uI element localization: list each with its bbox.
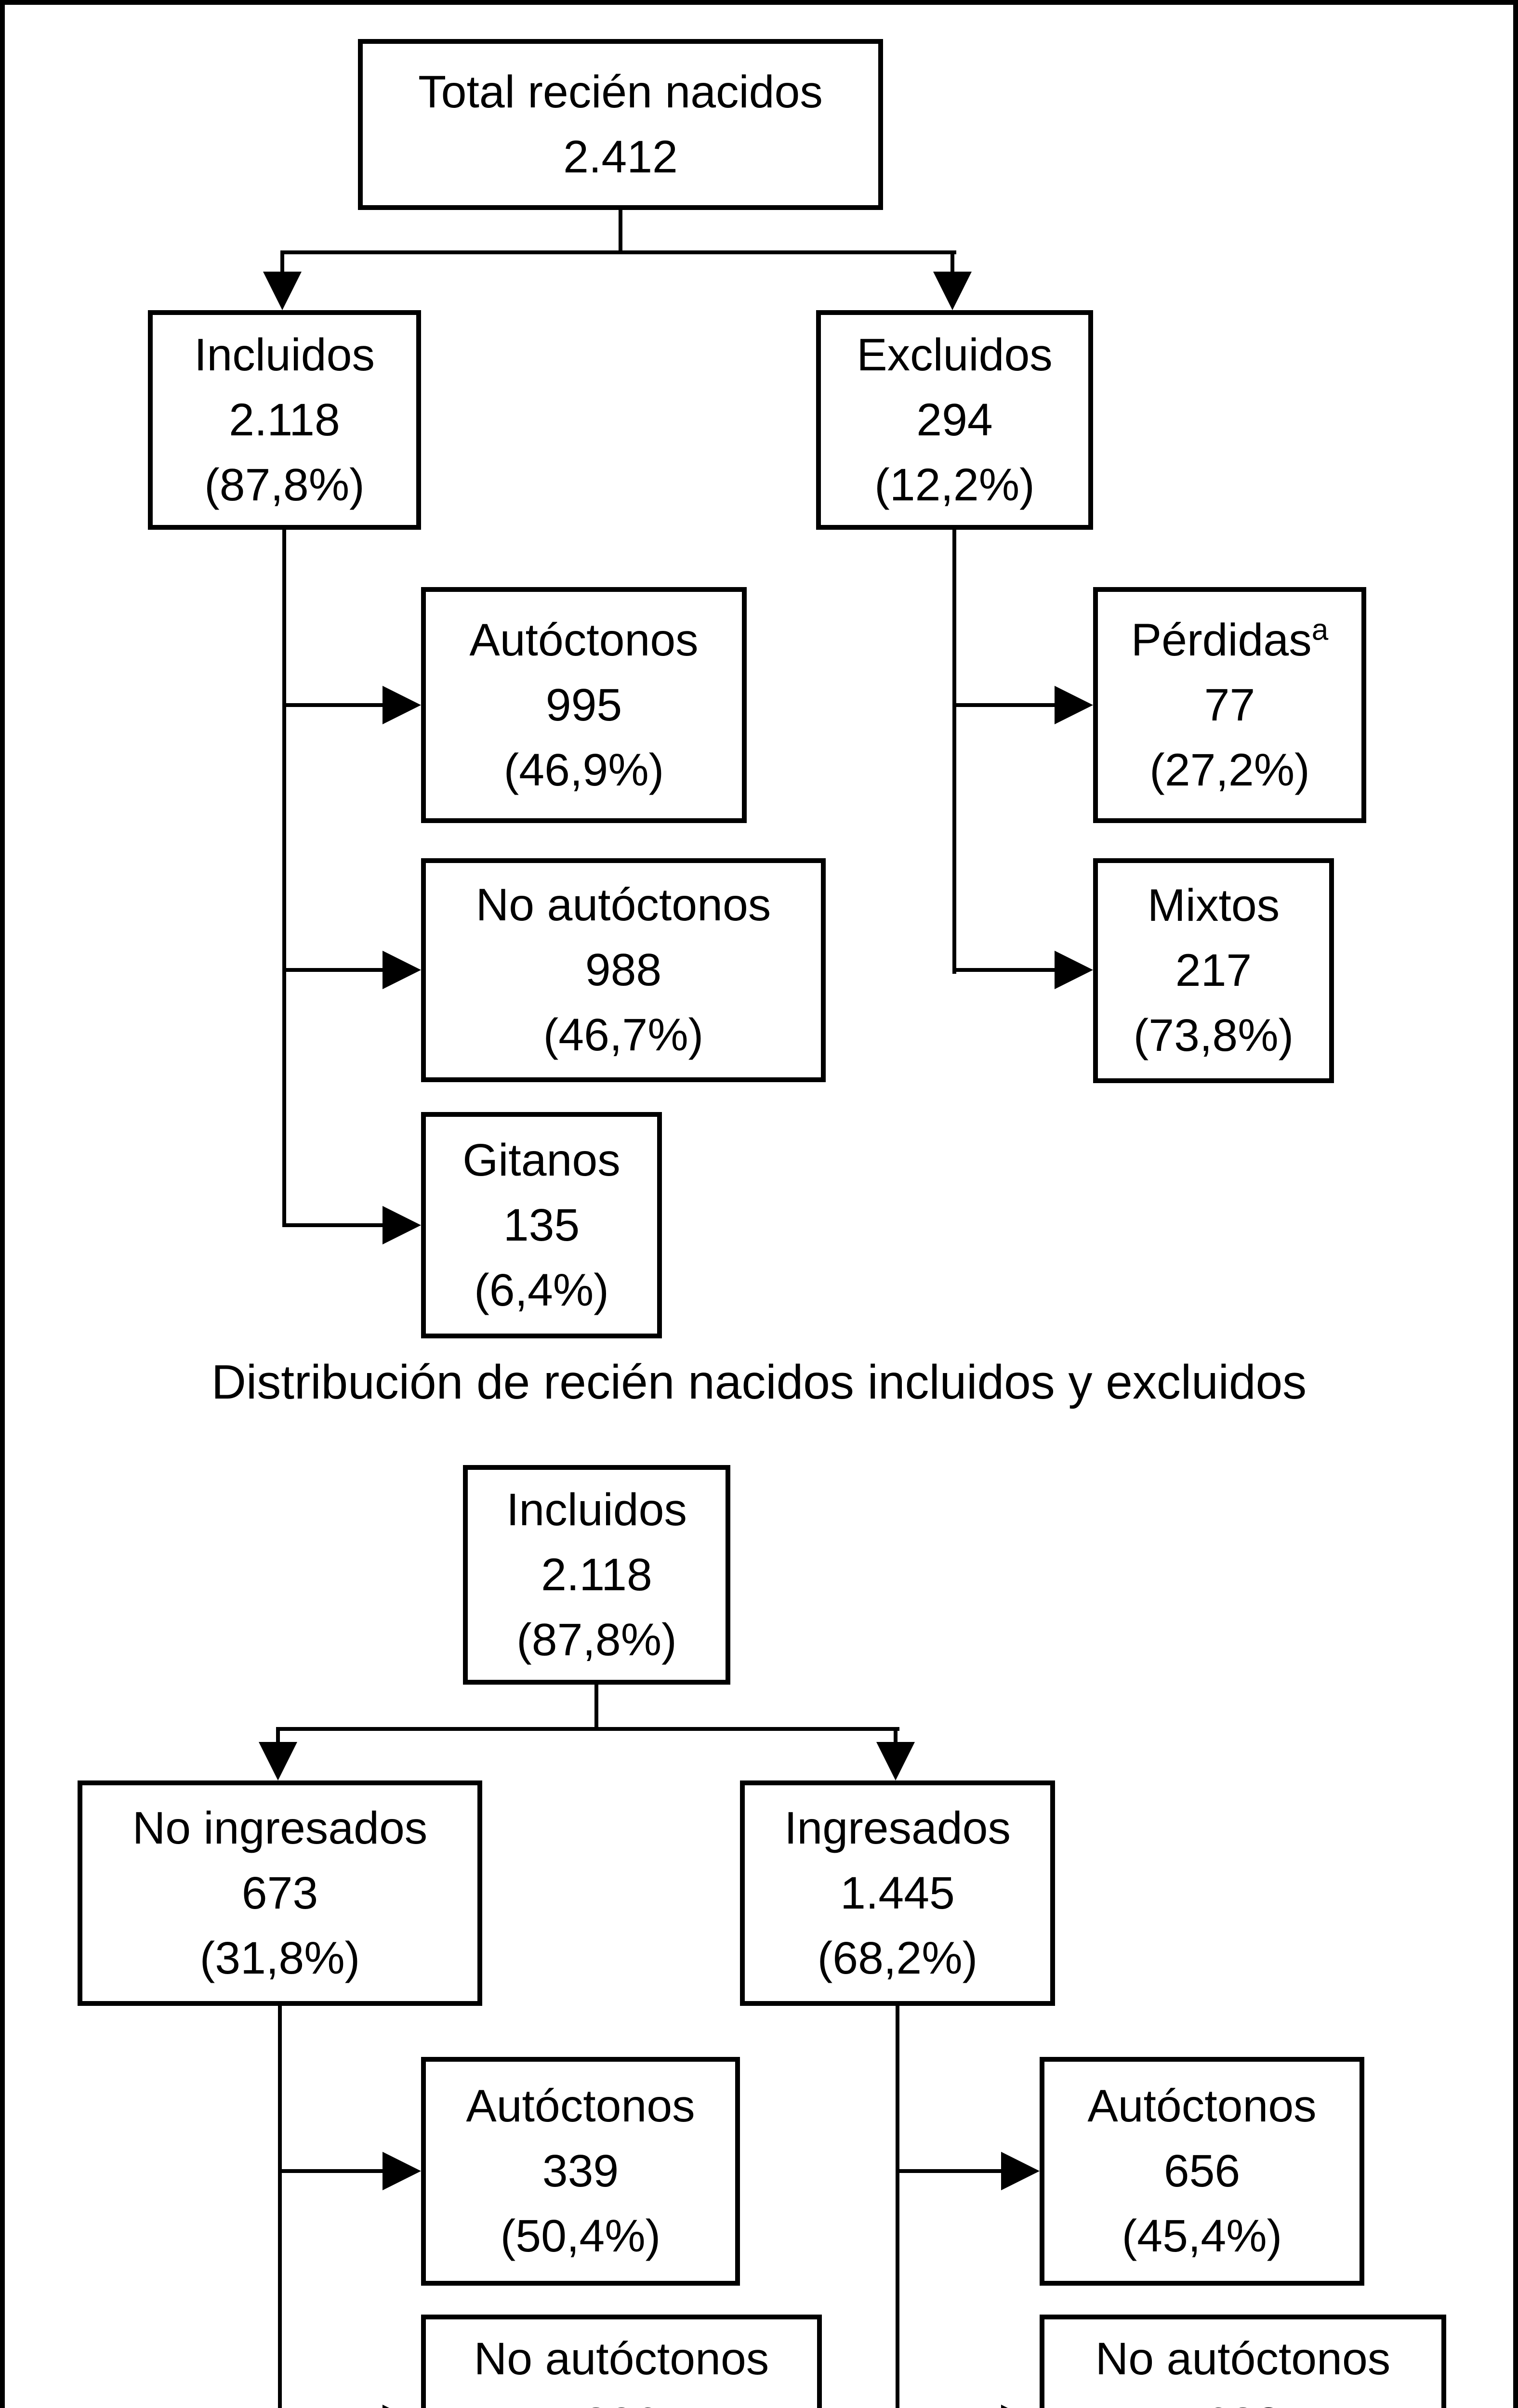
node-excluidos: Excluidos 294 (12,2%) <box>816 310 1093 530</box>
node-label: Total recién nacidos <box>418 66 823 118</box>
node-percent: (31,8%) <box>199 1932 360 1984</box>
connector-split2-drop-right <box>894 1727 898 1756</box>
node-percent: (50,4%) <box>500 2211 661 2262</box>
node-percent: (46,9%) <box>503 744 664 796</box>
node-value: 339 <box>542 2146 619 2197</box>
connector-incluidos-stem <box>282 530 286 1227</box>
footnote-marker: a <box>1311 613 1329 646</box>
node-percent: (73,8%) <box>1133 1010 1294 1061</box>
node-percent: (12,2%) <box>874 459 1035 510</box>
node-value: 306 <box>583 2392 660 2408</box>
node-label: Autóctonos <box>466 2081 695 2132</box>
connector-branch-perdidas <box>952 703 1056 707</box>
node-value: 77 <box>1204 679 1255 731</box>
node-value: 2.412 <box>563 131 678 183</box>
node-label: Autóctonos <box>1087 2081 1317 2132</box>
node-mixtos: Mixtos 217 (73,8%) <box>1093 858 1334 1083</box>
node-percent: (27,2%) <box>1149 744 1310 796</box>
node-no-autoctonos-1: No autóctonos 988 (46,7%) <box>421 858 826 1082</box>
node-value: 2.118 <box>229 394 340 445</box>
node-gitanos-1: Gitanos 135 (6,4%) <box>421 1112 662 1338</box>
node-label: No autóctonos <box>475 879 771 930</box>
node-percent: (45,4%) <box>1122 2211 1282 2262</box>
connector-incluidos2-stem <box>594 1685 598 1731</box>
node-percent: (68,2%) <box>817 1932 978 1984</box>
node-label: Mixtos <box>1147 880 1280 931</box>
connector-split1-drop-right <box>950 250 954 279</box>
connector-branch-in-autoctonos <box>896 2169 1001 2173</box>
connector-branch-autoctonos1 <box>282 703 386 707</box>
connector-branch-mixtos <box>952 968 1056 972</box>
node-label: Incluidos <box>194 329 375 380</box>
node-value: 217 <box>1175 945 1252 996</box>
node-perdidas: Pérdidasa 77 (27,2%) <box>1093 587 1366 823</box>
arrowhead-ingresados <box>876 1742 915 1780</box>
node-value: 1.445 <box>840 1867 955 1919</box>
connector-split1-drop-left <box>280 250 284 279</box>
connector-branch-no-autoctonos1 <box>282 968 386 972</box>
arrowhead-in-no-autoctonos <box>1001 2405 1040 2408</box>
node-value: 682 <box>1205 2392 1281 2408</box>
connector-ingresados-stem <box>896 2006 899 2408</box>
node-no-autoctonos-in: No autóctonos 682 (47,2%) <box>1040 2315 1446 2408</box>
node-label: Ingresados <box>784 1802 1011 1854</box>
node-percent: (87,8%) <box>516 1614 677 1665</box>
node-percent: (46,7%) <box>543 1009 704 1060</box>
node-value: 2.118 <box>541 1549 652 1600</box>
node-no-autoctonos-ni: No autóctonos 306 (45,5%) <box>421 2315 822 2408</box>
arrowhead-no-autoctonos1 <box>383 951 421 989</box>
connector-total-stem <box>619 210 622 254</box>
arrowhead-autoctonos1 <box>383 686 421 724</box>
node-incluidos-2: Incluidos 2.118 (87,8%) <box>463 1465 730 1685</box>
node-total: Total recién nacidos 2.412 <box>358 39 883 210</box>
node-value: 656 <box>1163 2146 1241 2197</box>
node-value: 135 <box>503 1199 580 1251</box>
node-autoctonos-ni: Autóctonos 339 (50,4%) <box>421 2057 740 2286</box>
caption-diagram1: Distribución de recién nacidos incluidos… <box>211 1355 1307 1409</box>
node-label: Incluidos <box>506 1484 687 1535</box>
arrowhead-no-ingresados <box>259 1742 297 1780</box>
node-value: 294 <box>916 394 993 445</box>
node-autoctonos-1: Autóctonos 995 (46,9%) <box>421 587 747 823</box>
arrowhead-gitanos1 <box>383 1206 421 1244</box>
arrowhead-ni-no-autoctonos <box>383 2405 421 2408</box>
arrowhead-in-autoctonos <box>1001 2152 1040 2190</box>
node-autoctonos-in: Autóctonos 656 (45,4%) <box>1040 2057 1364 2286</box>
node-percent: (87,8%) <box>204 459 365 510</box>
connector-excluidos-stem <box>952 530 956 974</box>
node-ingresados: Ingresados 1.445 (68,2%) <box>740 1780 1055 2006</box>
arrowhead-incluidos <box>263 272 302 310</box>
node-incluidos: Incluidos 2.118 (87,8%) <box>148 310 421 530</box>
node-no-ingresados: No ingresados 673 (31,8%) <box>78 1780 482 2006</box>
connector-split2-drop-left <box>276 1727 280 1756</box>
node-value: 673 <box>241 1867 318 1919</box>
arrowhead-mixtos <box>1055 951 1093 989</box>
node-label: No autóctonos <box>1095 2333 1391 2384</box>
connector-split2-bar <box>278 1727 899 1731</box>
arrowhead-ni-autoctonos <box>383 2152 421 2190</box>
node-label: Excluidos <box>857 329 1053 380</box>
node-label: No ingresados <box>132 1802 428 1854</box>
connector-split1-bar <box>282 250 956 254</box>
arrowhead-perdidas <box>1055 686 1093 724</box>
node-value: 995 <box>545 679 622 731</box>
node-label: Gitanos <box>462 1134 620 1186</box>
node-label: Pérdidas <box>1131 614 1312 666</box>
arrowhead-excluidos <box>933 272 972 310</box>
node-label: Autóctonos <box>469 614 699 666</box>
connector-no-ingresados-stem <box>278 2006 282 2408</box>
node-value: 988 <box>585 944 662 995</box>
connector-branch-ni-autoctonos <box>278 2169 383 2173</box>
node-label: No autóctonos <box>474 2333 769 2384</box>
node-percent: (6,4%) <box>474 1264 609 1316</box>
connector-branch-gitanos1 <box>282 1223 386 1227</box>
